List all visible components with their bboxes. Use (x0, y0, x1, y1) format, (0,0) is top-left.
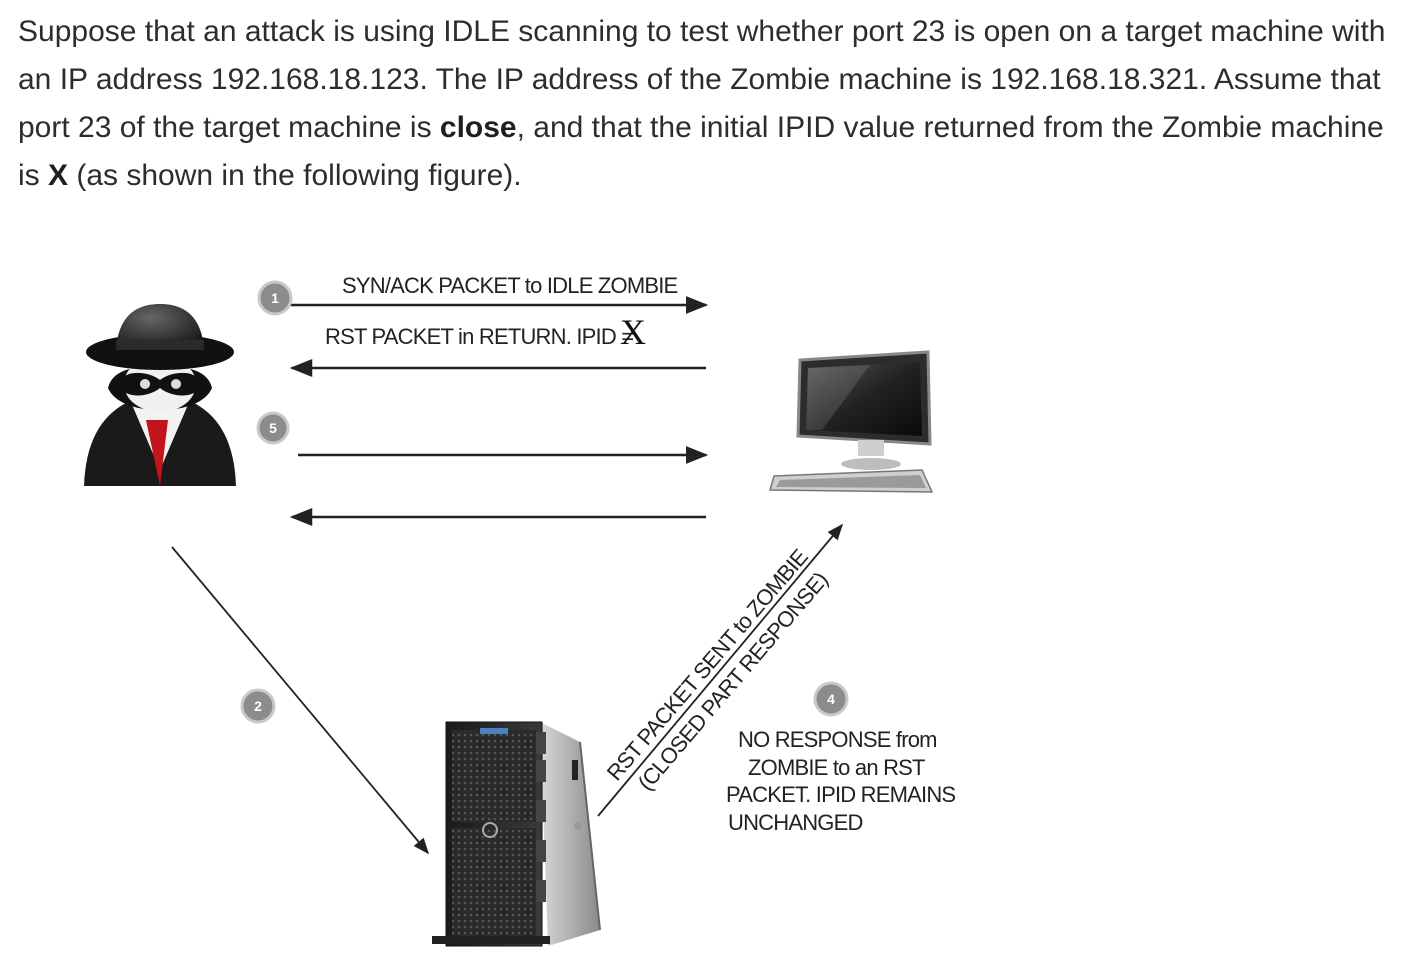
question-part1: Suppose that an attack is using IDLE sca… (18, 15, 1386, 144)
step-2-number: 2 (254, 698, 262, 714)
no-response-line-2: ZOMBIE to an RST (748, 755, 925, 780)
target-server-icon (432, 721, 601, 947)
step-5-number: 5 (269, 420, 277, 436)
question-x-word: X (48, 159, 69, 192)
no-response-line-3: PACKET. IPID REMAINS (726, 782, 955, 807)
rst-return-label: RST PACKET in RETURN. IPID = (325, 324, 633, 349)
ipid-value-label: X (620, 312, 646, 352)
question-paragraph: Suppose that an attack is using IDLE sca… (18, 8, 1398, 200)
no-response-line-4: UNCHANGED (728, 810, 863, 835)
attacker-spy-icon (84, 304, 236, 486)
arrow-attacker-to-target (171, 546, 430, 855)
question-part2: , and that the initial IPID value return… (18, 111, 1384, 192)
step-1-number: 1 (271, 290, 279, 306)
step-1-badge: 1 (257, 280, 293, 316)
question-part3: (as shown in the following figure). (68, 159, 522, 192)
zombie-computer-icon (769, 350, 934, 493)
step-4-badge: 4 (813, 681, 849, 717)
no-response-note: NO RESPONSE from ZOMBIE to an RST PACKET… (726, 727, 956, 835)
no-response-line-1: NO RESPONSE from (738, 727, 937, 752)
syn-ack-label: SYN/ACK PACKET to IDLE ZOMBIE (342, 273, 678, 298)
question-close-word: close (439, 111, 517, 144)
question-text: Suppose that an attack is using IDLE sca… (18, 8, 1398, 200)
step-4-number: 4 (827, 691, 835, 707)
step-5-badge: 5 (256, 411, 290, 445)
step-2-badge: 2 (240, 688, 276, 724)
arrow-target-to-zombie (597, 523, 844, 817)
